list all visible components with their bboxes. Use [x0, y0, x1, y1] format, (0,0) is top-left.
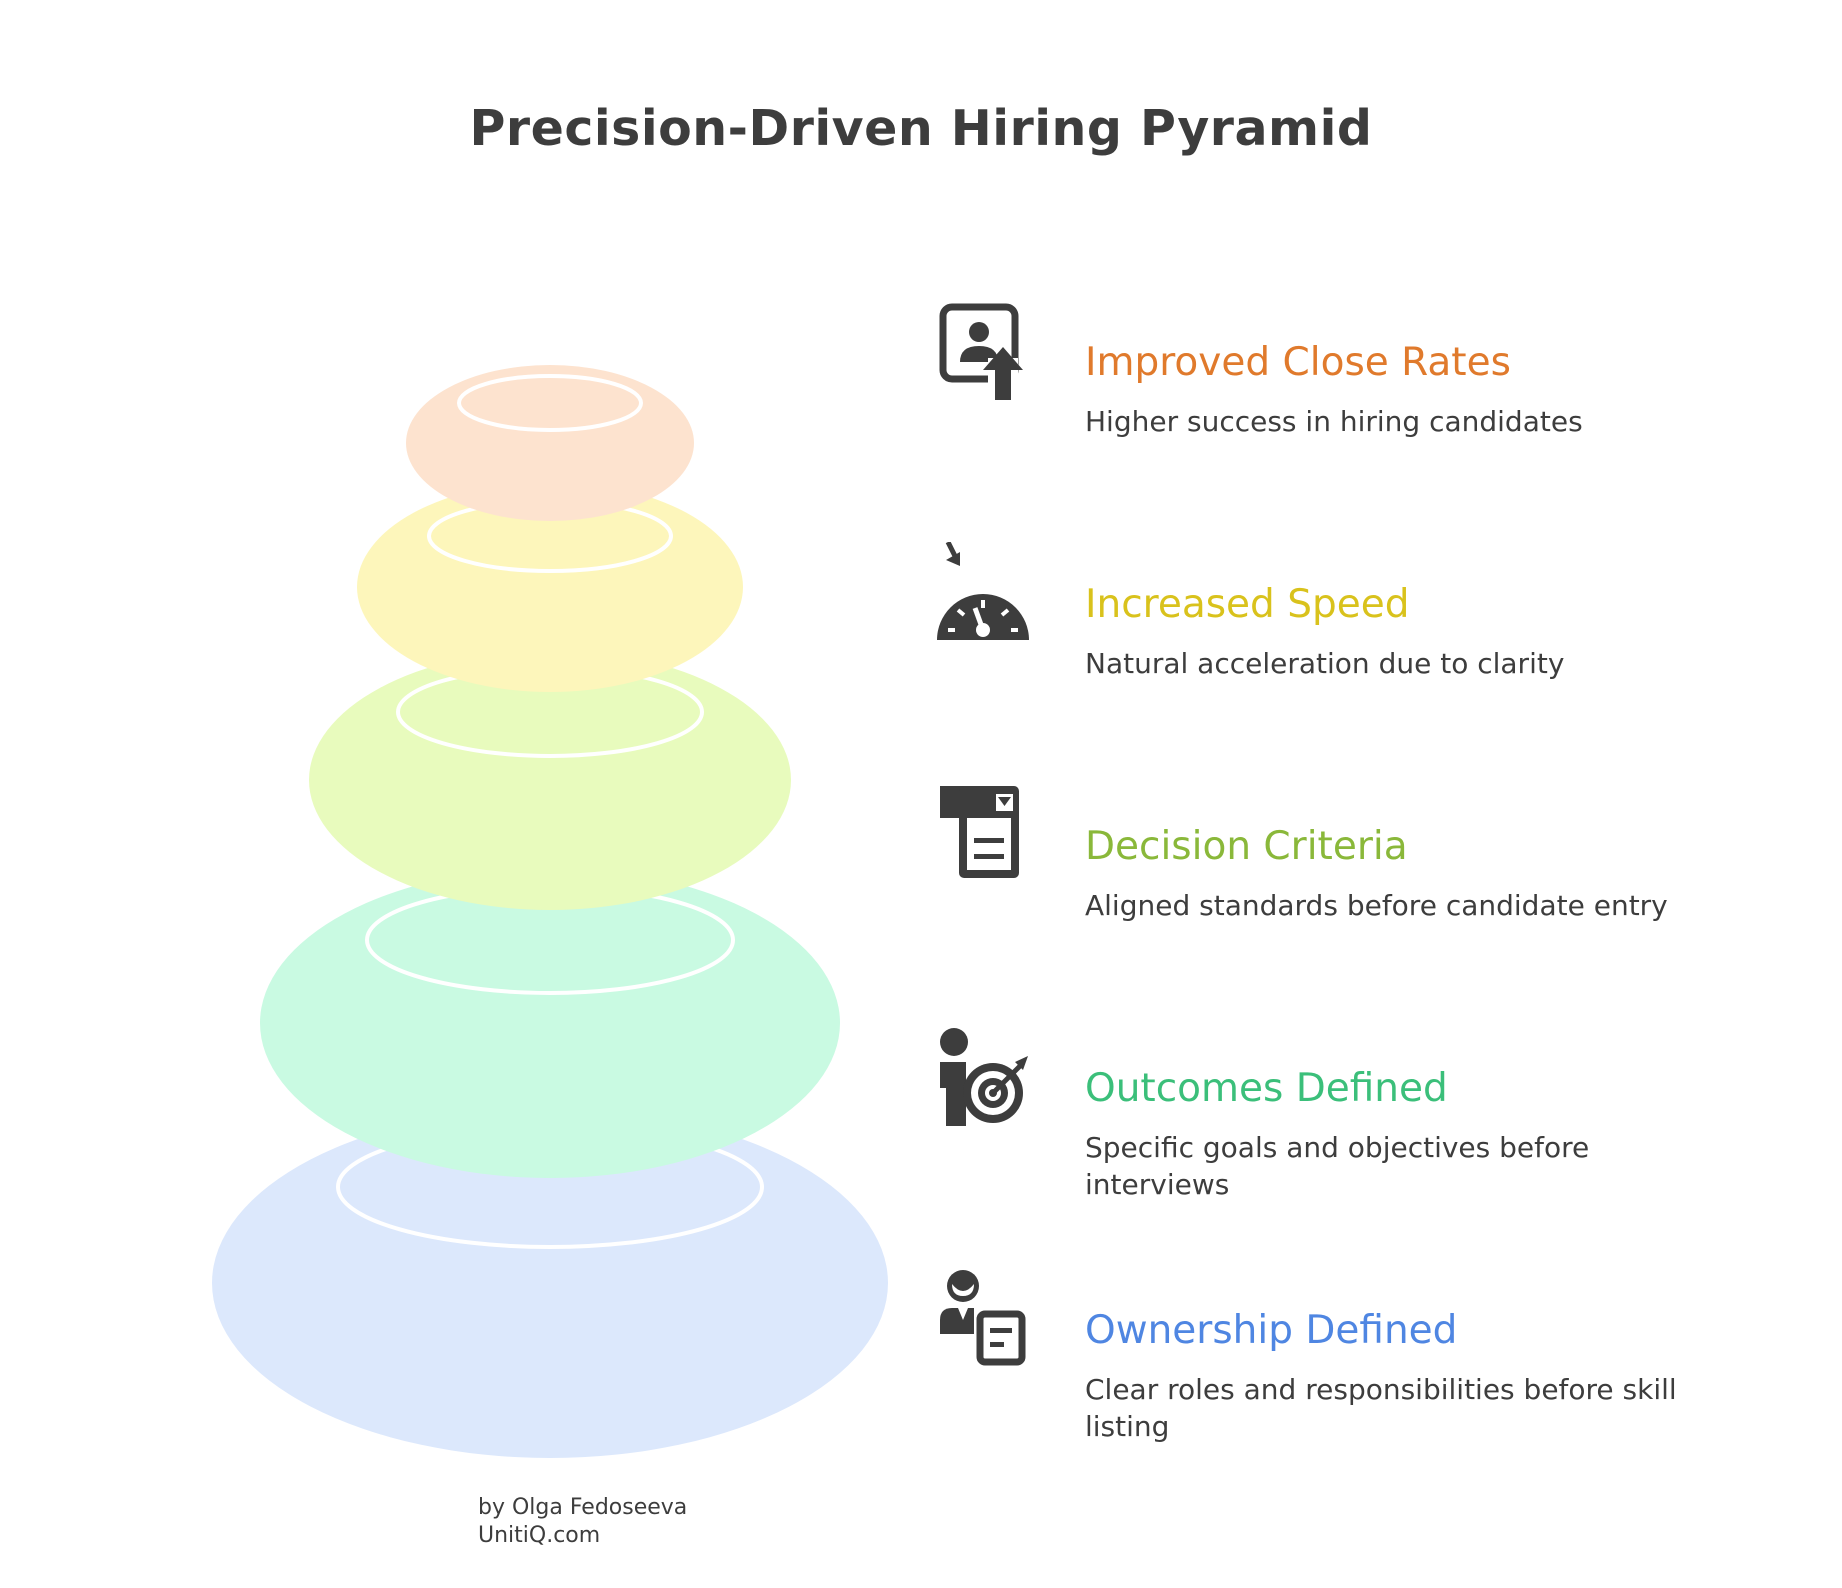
layer-body — [406, 365, 694, 521]
person-document-icon — [930, 1268, 1030, 1368]
level-item-speed: Increased Speed Natural acceleration due… — [930, 540, 1730, 742]
layer-body — [260, 868, 840, 1178]
level-item-decision: Decision Criteria Aligned standards befo… — [930, 784, 1730, 984]
level-heading: Improved Close Rates — [1085, 340, 1511, 385]
level-description: Natural acceleration due to clarity — [1085, 647, 1565, 680]
pyramid-layer-outcomes — [260, 868, 840, 1178]
credit-block: by Olga Fedoseeva UnitiQ.com — [478, 1494, 687, 1550]
level-description: Specific goals and objectives before int… — [1085, 1131, 1590, 1201]
level-item-close-rates: Improved Close Rates Higher success in h… — [930, 300, 1730, 500]
level-heading: Outcomes Defined — [1085, 1066, 1448, 1111]
layer-body — [212, 1108, 888, 1458]
level-description: Aligned standards before candidate entry — [1085, 889, 1668, 922]
pyramid-layer-close-rates — [406, 365, 694, 521]
checklist-document-icon — [930, 784, 1030, 884]
level-item-ownership: Ownership Defined Clear roles and respon… — [930, 1268, 1730, 1468]
level-heading: Ownership Defined — [1085, 1308, 1458, 1353]
credit-site[interactable]: UnitiQ.com — [478, 1523, 601, 1548]
speedometer-icon — [930, 540, 1030, 642]
layer-body — [357, 482, 743, 692]
credit-author: by Olga Fedoseeva — [478, 1495, 688, 1520]
person-target-icon — [930, 1026, 1030, 1126]
level-heading: Increased Speed — [1085, 582, 1410, 627]
layer-ring — [457, 374, 643, 432]
level-description: Clear roles and responsibilities before … — [1085, 1373, 1677, 1443]
level-description: Higher success in hiring candidates — [1085, 405, 1583, 438]
diagram-title: Precision-Driven Hiring Pyramid — [469, 100, 1373, 157]
candidate-profile-up-arrow-icon — [930, 300, 1030, 400]
layer-body — [309, 650, 791, 910]
level-heading: Decision Criteria — [1085, 824, 1408, 869]
level-item-outcomes: Outcomes Defined Specific goals and obje… — [930, 1026, 1730, 1226]
